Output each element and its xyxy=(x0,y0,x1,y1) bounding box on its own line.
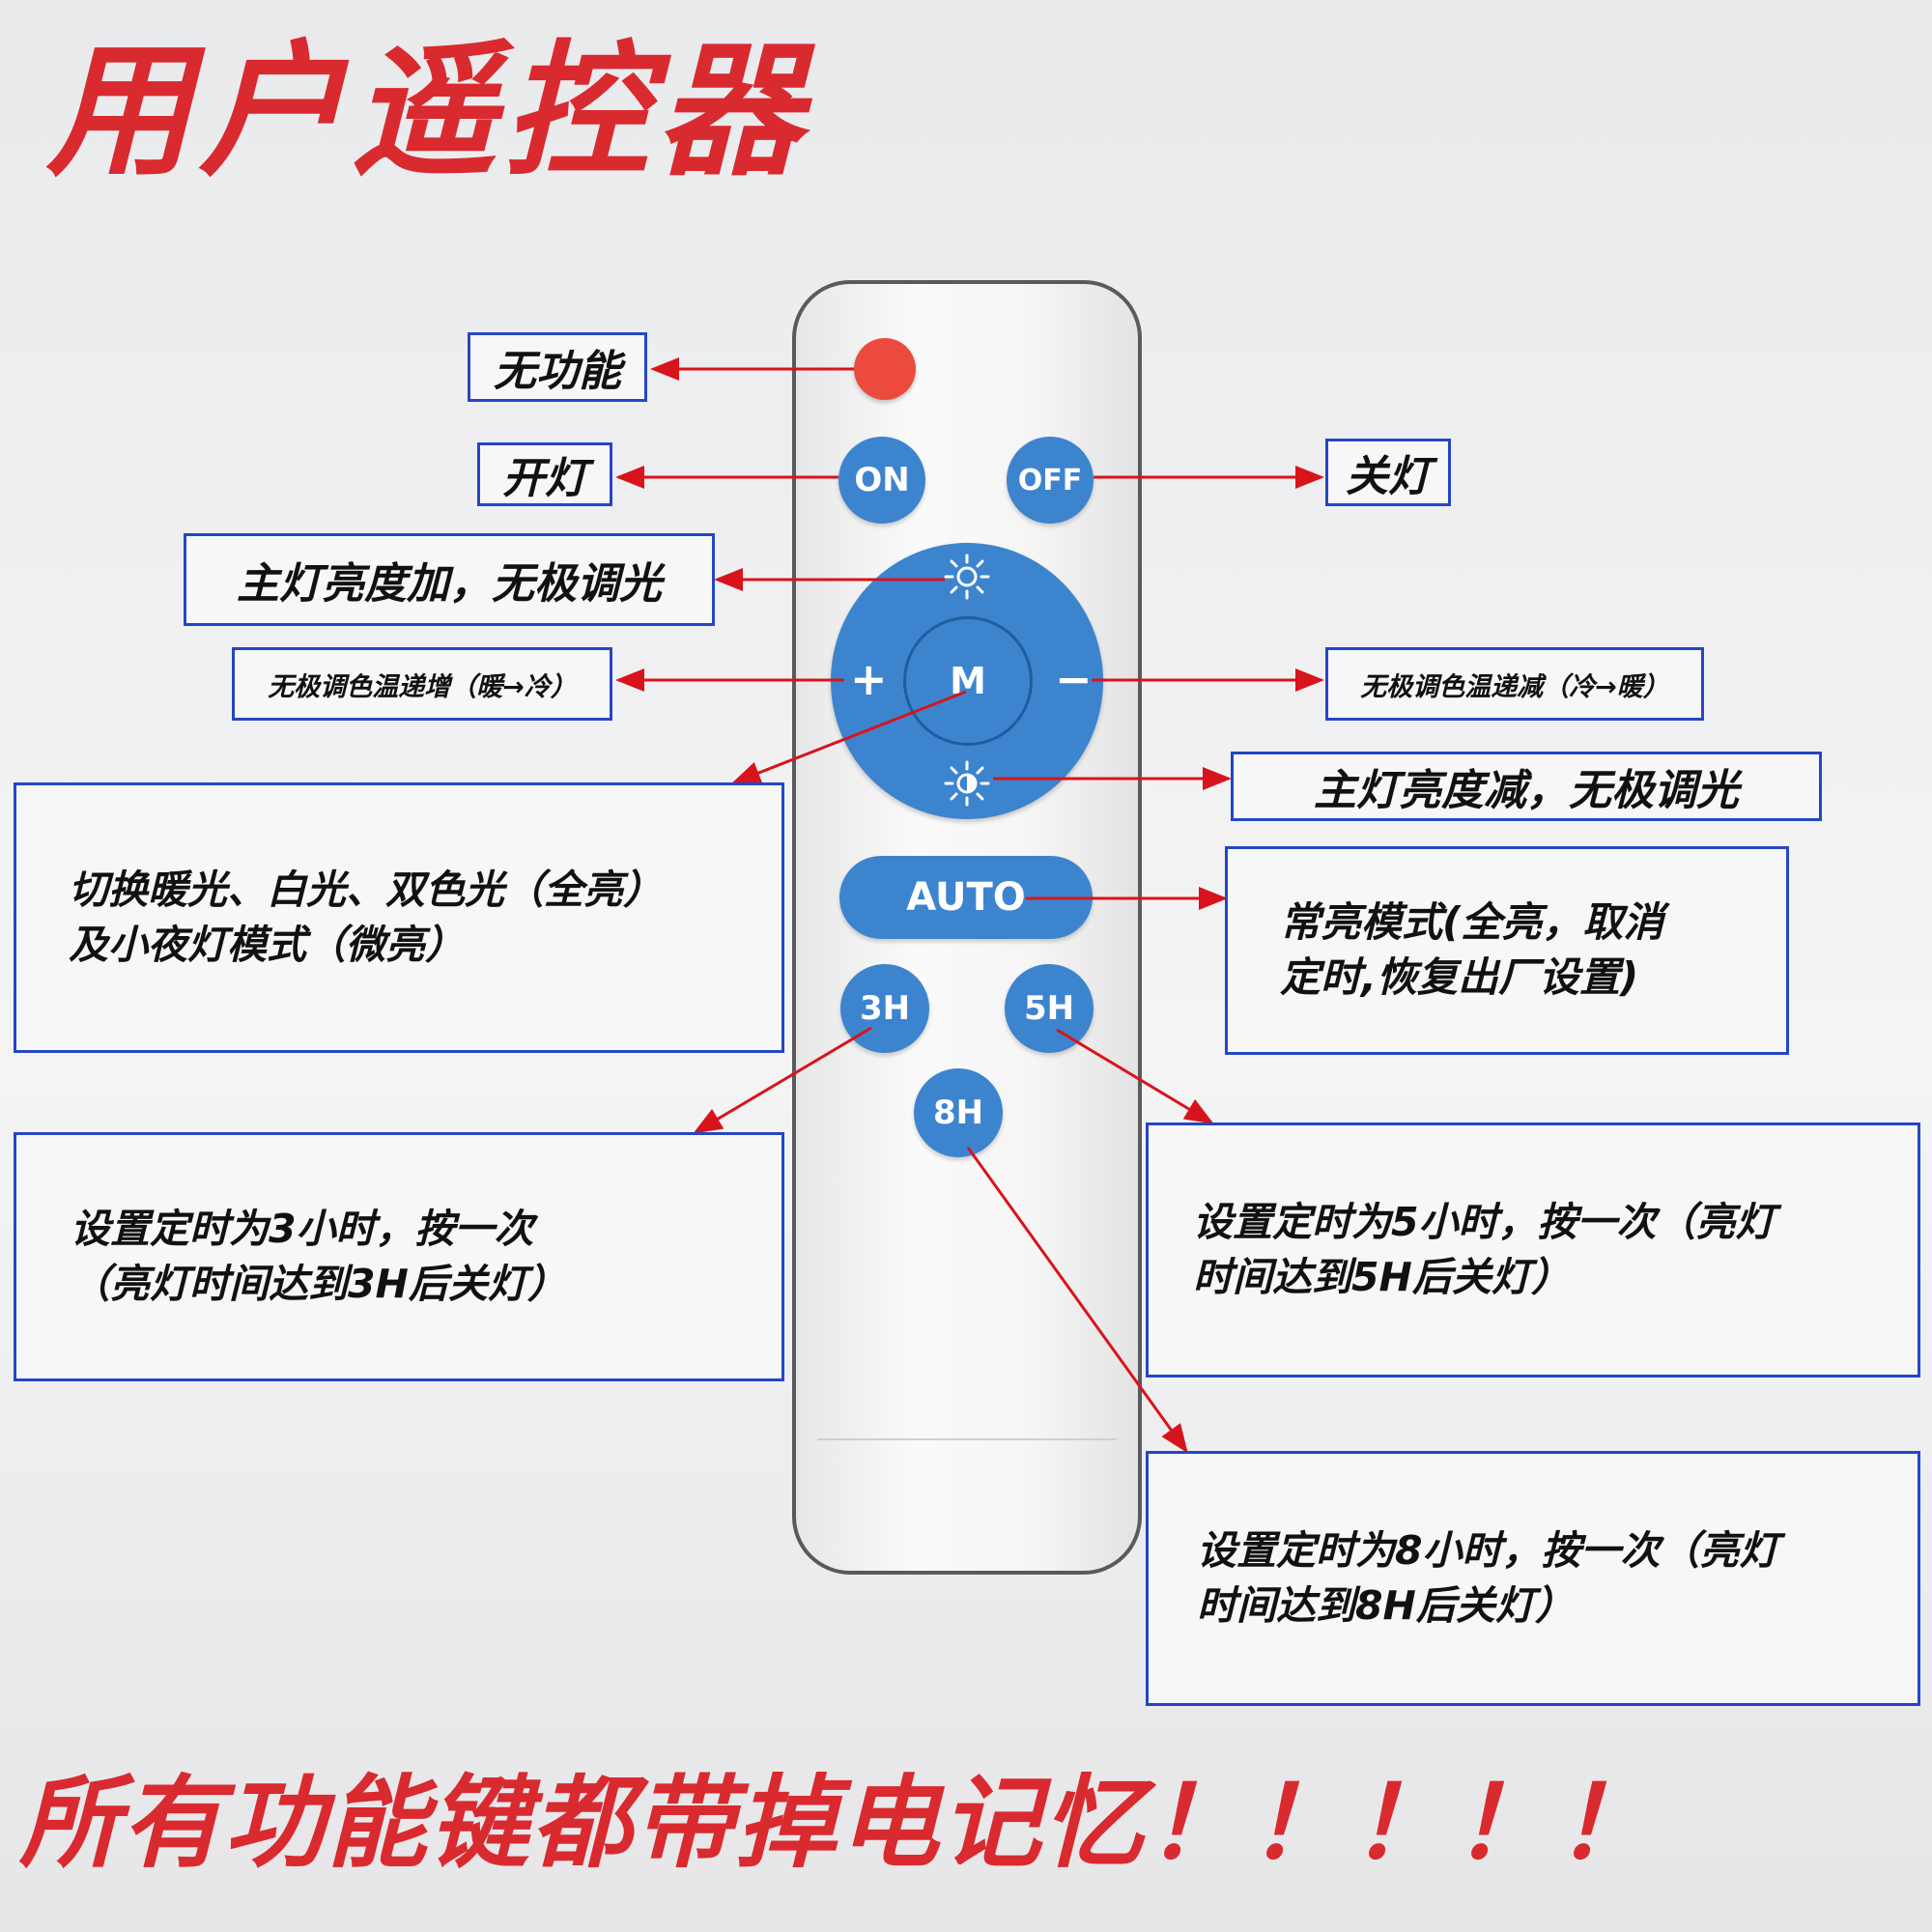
half-sun-icon[interactable] xyxy=(943,759,991,808)
label-timer-3h-line2: （亮灯时间达到3H后关灯） xyxy=(71,1261,567,1307)
arrow-timer-5h xyxy=(1056,1028,1214,1124)
on-button-label: ON xyxy=(854,461,910,499)
auto-button-label: AUTO xyxy=(906,875,1026,920)
label-color-temp-up: 无极调色温递增（暖→冷） xyxy=(232,647,612,721)
label-brightness-down-text: 主灯亮度减，无极调光 xyxy=(1314,766,1739,815)
plus-button[interactable]: + xyxy=(850,653,888,705)
label-light-off: 关灯 xyxy=(1325,439,1451,506)
label-brightness-down: 主灯亮度减，无极调光 xyxy=(1231,752,1822,821)
label-brightness-up-text: 主灯亮度加，无极调光 xyxy=(237,559,662,609)
label-no-function-text: 无功能 xyxy=(494,347,621,396)
label-color-temp-down-text: 无极调色温递减（冷→暖） xyxy=(1360,671,1669,702)
mode-button[interactable]: M xyxy=(903,616,1033,746)
label-auto-line1: 常亮模式(全亮，取消 xyxy=(1280,898,1664,947)
label-brightness-up: 主灯亮度加，无极调光 xyxy=(184,533,715,626)
off-button[interactable]: OFF xyxy=(1007,437,1094,524)
arrow-mode xyxy=(731,690,967,784)
footer-note: 所有功能键都带掉电记忆！！！！！ xyxy=(19,1764,1659,1882)
timer-8h-button[interactable]: 8H xyxy=(914,1068,1003,1157)
battery-cover-seam xyxy=(817,1438,1117,1440)
page-title: 用户遥控器 xyxy=(46,28,810,196)
label-timer-5h-line1: 设置定时为5小时，按一次（亮灯 xyxy=(1193,1198,1776,1245)
label-timer-8h-line1: 设置定时为8小时，按一次（亮灯 xyxy=(1197,1526,1779,1574)
label-color-temp-down: 无极调色温递减（冷→暖） xyxy=(1325,647,1704,721)
arrow-timer-8h xyxy=(966,1147,1188,1454)
label-no-function: 无功能 xyxy=(468,332,647,402)
label-timer-5h-line2: 时间达到5H后关灯） xyxy=(1193,1254,1571,1300)
label-light-on: 开灯 xyxy=(477,442,612,506)
timer-5h-button[interactable]: 5H xyxy=(1005,964,1094,1053)
timer-3h-label: 3H xyxy=(859,989,911,1028)
label-timer-3h: 设置定时为3小时，按一次 （亮灯时间达到3H后关灯） xyxy=(14,1132,784,1381)
label-timer-5h: 设置定时为5小时，按一次（亮灯 时间达到5H后关灯） xyxy=(1146,1122,1920,1378)
timer-8h-label: 8H xyxy=(932,1094,984,1132)
label-timer-8h-line2: 时间达到8H后关灯） xyxy=(1197,1582,1575,1629)
off-button-label: OFF xyxy=(1017,463,1083,497)
label-timer-3h-line1: 设置定时为3小时，按一次 xyxy=(71,1205,534,1252)
label-light-on-text: 开灯 xyxy=(502,454,587,503)
label-light-off-text: 关灯 xyxy=(1346,452,1431,501)
label-color-temp-up-text: 无极调色温递增（暖→冷） xyxy=(268,671,577,702)
sun-icon[interactable] xyxy=(943,553,991,601)
indicator-red-button[interactable] xyxy=(854,338,916,400)
arrow-timer-3h xyxy=(693,1026,872,1134)
label-auto: 常亮模式(全亮，取消 定时,恢复出厂设置) xyxy=(1225,846,1789,1055)
timer-5h-label: 5H xyxy=(1023,989,1075,1028)
label-timer-8h: 设置定时为8小时，按一次（亮灯 时间达到8H后关灯） xyxy=(1146,1451,1920,1706)
label-mode-switch-line2: 及小夜灯模式（微亮） xyxy=(69,922,465,968)
label-auto-line2: 定时,恢复出厂设置) xyxy=(1280,953,1639,1001)
label-mode-switch: 切换暖光、白光、双色光（全亮） 及小夜灯模式（微亮） xyxy=(14,782,784,1053)
minus-button[interactable]: − xyxy=(1055,653,1093,705)
on-button[interactable]: ON xyxy=(838,437,925,524)
label-mode-switch-line1: 切换暖光、白光、双色光（全亮） xyxy=(69,866,663,913)
